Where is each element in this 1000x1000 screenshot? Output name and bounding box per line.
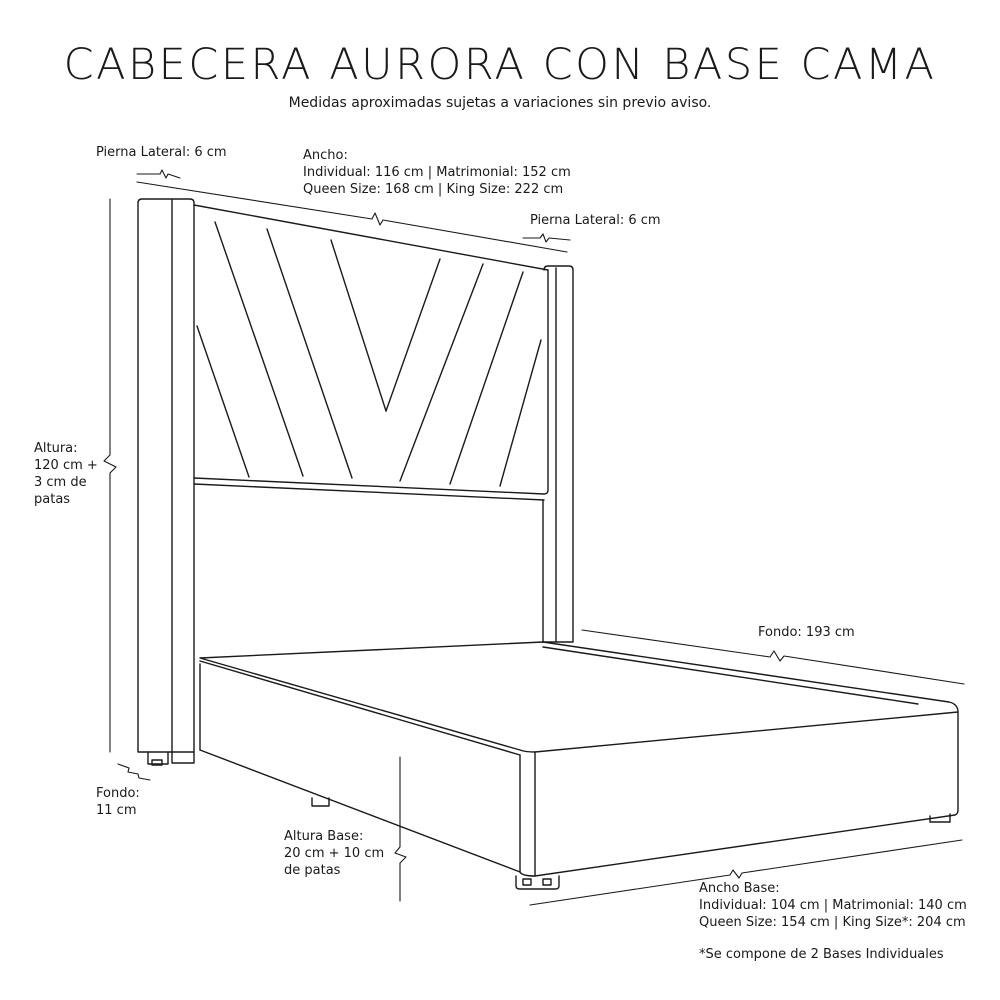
- label-fondo-base: Fondo: 193 cm: [758, 625, 855, 640]
- bed-base-leg: [515, 875, 560, 890]
- page-title: CABECERA AURORA CON BASE CAMA: [63, 40, 937, 90]
- label-altura: Altura: 120 cm + 3 cm de patas: [34, 440, 98, 508]
- label-fondo-headboard: Fondo: 11 cm: [96, 785, 140, 819]
- label-ancho: Ancho: Individual: 116 cm | Matrimonial:…: [303, 147, 571, 198]
- bed-base-foot: [534, 711, 959, 877]
- bed-base-top: [199, 641, 959, 753]
- label-pierna-lateral-left: Pierna Lateral: 6 cm: [96, 145, 227, 160]
- headboard: [137, 198, 574, 766]
- label-altura-base: Altura Base: 20 cm + 10 cm de patas: [284, 828, 384, 879]
- label-fondo-value: 11 cm: [96, 803, 137, 818]
- label-altura-base-line2: 20 cm + 10 cm: [284, 846, 385, 861]
- label-altura-base-title: Altura Base:: [284, 829, 364, 844]
- headboard-right-wing: [542, 265, 574, 643]
- label-altura-title: Altura:: [34, 441, 78, 456]
- label-ancho-line2: Individual: 116 cm | Matrimonial: 152 cm: [303, 165, 571, 180]
- label-altura-line4: patas: [34, 492, 71, 507]
- label-ancho-base-title: Ancho Base:: [699, 881, 780, 896]
- bed-base: [199, 641, 959, 890]
- label-ancho-title: Ancho:: [303, 148, 348, 163]
- headboard-leg: [147, 751, 169, 765]
- footnote: *Se compone de 2 Bases Individuales: [699, 947, 944, 962]
- label-pierna-lateral-right: Pierna Lateral: 6 cm: [530, 213, 661, 228]
- label-ancho-line3: Queen Size: 168 cm | King Size: 222 cm: [303, 182, 564, 197]
- dimension-lines: [103, 169, 965, 906]
- label-altura-base-line3: de patas: [284, 863, 341, 878]
- label-fondo-title: Fondo:: [96, 786, 140, 801]
- page-subtitle: Medidas aproximadas sujetas a variacione…: [288, 95, 712, 111]
- label-ancho-base-line3: Queen Size: 154 cm | King Size*: 204 cm: [699, 915, 966, 930]
- headboard-left-wing: [137, 198, 195, 753]
- label-altura-line3: 3 cm de: [34, 475, 87, 490]
- label-altura-line2: 120 cm +: [34, 458, 98, 473]
- label-ancho-base-line2: Individual: 104 cm | Matrimonial: 140 cm: [699, 898, 967, 913]
- label-ancho-base: Ancho Base: Individual: 104 cm | Matrimo…: [699, 880, 967, 931]
- chevron-stitching: [196, 221, 542, 487]
